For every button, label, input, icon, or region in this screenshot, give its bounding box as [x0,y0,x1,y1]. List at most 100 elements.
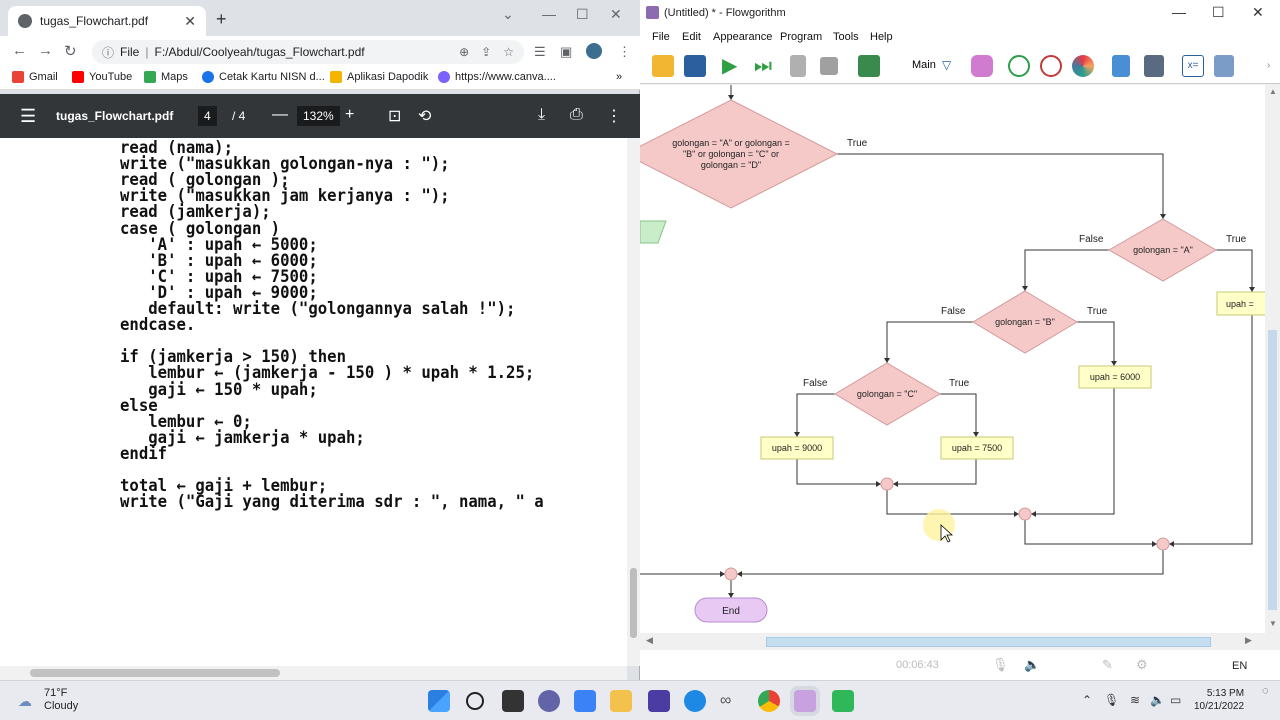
assign-b[interactable] [1078,365,1152,389]
open-folder-icon[interactable] [652,55,674,77]
zoom-in-icon[interactable] [1008,55,1030,77]
decision-a[interactable] [1107,218,1217,282]
menu-icon[interactable]: ☰ [20,106,37,126]
menu-program[interactable]: Program [780,31,823,43]
bookmark-canva[interactable]: https://www.canva.... [438,71,556,83]
search-icon[interactable] [466,692,484,710]
bookmarks-overflow[interactable]: » [616,71,623,83]
print-icon[interactable]: ⎙ [570,106,583,123]
function-select[interactable]: Main [912,59,936,71]
menu-tools[interactable]: Tools [833,31,859,43]
back-icon[interactable]: ← [12,42,27,59]
kebab-menu-icon[interactable]: ⋮ [606,108,622,125]
address-bar[interactable]: ⓘ File | F:/Abdul/Coolyeah/tugas_Flowcha… [92,40,524,64]
app-icon[interactable] [648,690,670,712]
merge-point[interactable] [1156,537,1170,551]
widgets-icon[interactable] [574,690,596,712]
stop-icon[interactable] [820,57,838,75]
save-icon[interactable] [684,55,706,77]
step-icon[interactable]: ⏭ [754,55,772,77]
flowchart-canvas[interactable]: golongan = "A" or golongan = "B" or golo… [640,85,1265,633]
info-icon[interactable]: ⓘ [102,45,115,60]
maximize-icon[interactable]: ☐ [576,6,589,22]
page-number-input[interactable]: 4 [198,106,217,126]
language-indicator[interactable]: EN [1232,660,1248,672]
minimize-icon[interactable]: — [542,6,556,22]
chevron-up-icon[interactable]: ⌃ [1082,693,1093,707]
decision-main[interactable] [640,99,839,209]
bookmark-maps[interactable]: Maps [144,71,188,83]
profile-avatar[interactable] [586,43,602,59]
chevron-down-icon[interactable]: ⌄ [502,6,514,22]
star-icon[interactable]: ☆ [503,45,514,59]
chevron-down-icon[interactable]: ▽ [942,58,952,72]
assign-a[interactable] [1216,291,1265,316]
menu-appearance[interactable]: Appearance [713,31,773,43]
merge-point[interactable] [1018,507,1032,521]
edge-icon[interactable] [684,690,706,712]
pause-icon[interactable] [790,55,806,77]
zoom-icon[interactable]: ⊕ [459,45,470,59]
windows-start-icon[interactable] [428,690,450,712]
volume-icon[interactable]: 🔈 [1150,693,1165,707]
assign-c[interactable] [940,436,1014,460]
variable-watch-icon[interactable] [1112,55,1130,77]
tab-pdf[interactable]: tugas_Flowchart.pdf ✕ [8,6,206,36]
zoom-out-icon[interactable] [1040,55,1062,77]
run-icon[interactable]: ▶ [722,55,738,77]
pdf-horizontal-scrollbar[interactable] [0,666,627,680]
menu-help[interactable]: Help [870,31,893,43]
app-icon[interactable] [832,690,854,712]
end-node[interactable] [694,597,768,623]
fit-page-icon[interactable]: ⊡ [388,108,402,125]
rotate-icon[interactable]: ⟲ [418,108,432,125]
app-icon[interactable]: ∞ [720,692,732,709]
task-view-icon[interactable] [502,690,524,712]
file-explorer-icon[interactable] [610,690,632,712]
bookmark-gmail[interactable]: Gmail [12,71,58,83]
merge-point[interactable] [880,477,894,491]
merge-point[interactable] [724,567,738,581]
source-code-icon[interactable] [1214,55,1234,77]
wifi-icon[interactable]: ≋ [1130,693,1141,707]
zoom-out-icon[interactable]: — [272,106,288,123]
minimize-icon[interactable]: — [1172,4,1186,20]
menu-file[interactable]: File [652,31,670,43]
reload-icon[interactable]: ↻ [64,43,77,60]
output-shape-partial[interactable] [640,220,667,244]
canvas-vertical-scrollbar[interactable]: ▲ ▼ [1265,85,1280,633]
menu-edit[interactable]: Edit [682,31,701,43]
bookmark-cetak-kartu[interactable]: Cetak Kartu NISN d... [202,71,325,83]
chat-icon[interactable] [538,690,560,712]
assign-d[interactable] [760,436,834,460]
color-icon[interactable] [1072,55,1094,77]
decision-b[interactable] [972,290,1078,354]
chrome-icon[interactable] [758,690,780,712]
bookmark-youtube[interactable]: YouTube [72,71,132,83]
weather-widget[interactable]: 71°F Cloudy [44,687,78,713]
decision-c[interactable] [834,362,941,426]
side-panel-icon[interactable]: ▣ [560,44,573,59]
pdf-vertical-scrollbar[interactable] [627,138,640,666]
reading-list-icon[interactable]: ☰ [534,44,546,59]
flowgorithm-taskbar-icon[interactable] [794,690,816,712]
battery-icon[interactable]: ▭ [1170,693,1182,707]
close-icon[interactable]: ✕ [1252,4,1264,20]
close-tab-icon[interactable]: ✕ [184,12,196,29]
share-icon[interactable]: ⇪ [481,45,492,59]
download-icon[interactable]: ⤓ [538,106,546,123]
close-icon[interactable]: ✕ [610,6,622,22]
maximize-icon[interactable]: ☐ [1212,4,1225,20]
kebab-menu-icon[interactable]: ⋮ [618,44,631,59]
console-icon[interactable]: x= [1182,55,1204,77]
new-tab-button[interactable]: + [216,9,227,29]
forward-icon[interactable]: → [38,42,53,59]
speed-icon[interactable] [858,55,880,77]
microphone-icon[interactable]: 🎙 [1104,693,1120,707]
layout-icon[interactable] [1144,55,1164,77]
clock[interactable]: 5:13 PM 10/21/2022 [1194,687,1244,713]
manage-functions-icon[interactable] [971,55,993,77]
bookmark-dapodik[interactable]: Aplikasi Dapodik [330,71,428,83]
notification-icon[interactable]: ◌ [1262,685,1269,697]
canvas-horizontal-scrollbar[interactable]: ◀ ▶ [640,633,1265,650]
